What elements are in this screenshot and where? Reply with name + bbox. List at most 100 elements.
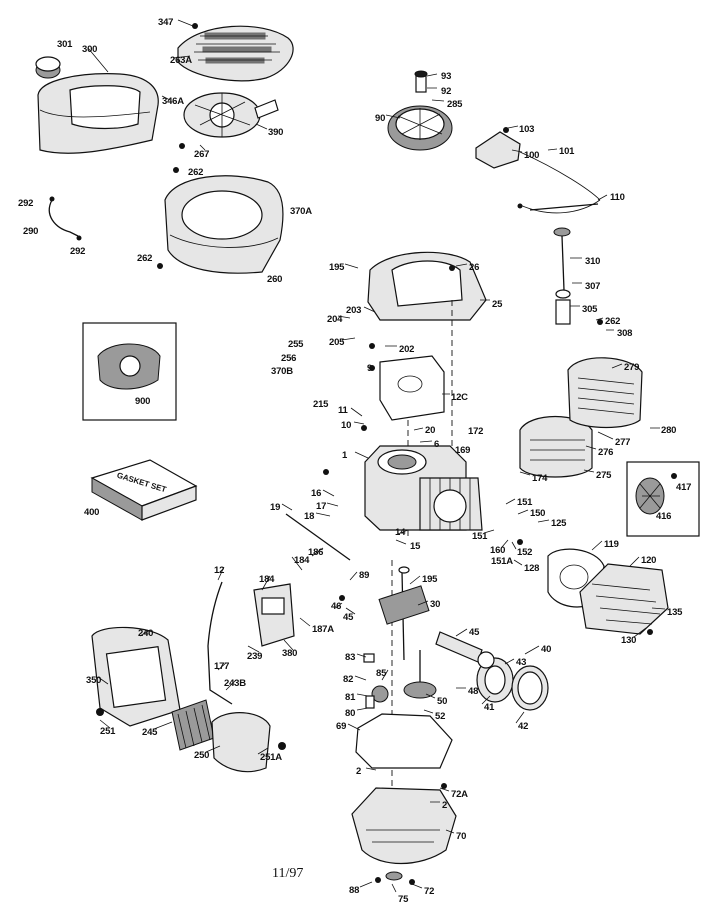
part-label: 41 xyxy=(484,702,495,713)
part-label: 43 xyxy=(516,657,527,668)
part-label: 262 xyxy=(137,253,153,264)
part-label: 30 xyxy=(430,599,441,610)
part-label: 89 xyxy=(359,570,370,581)
inset-box-900 xyxy=(82,322,177,421)
part-label: 263A xyxy=(170,55,192,66)
part-label: 2 xyxy=(356,766,362,777)
part-label: 88 xyxy=(349,885,360,896)
fuel-tank-300 xyxy=(37,73,159,154)
dipstick-310 xyxy=(553,227,571,325)
air-cleaner-base-240 xyxy=(91,626,181,727)
carburetor-184 xyxy=(253,583,295,647)
part-label: 310 xyxy=(585,256,601,267)
baffle-25 xyxy=(367,251,487,321)
part-label: 195 xyxy=(422,574,438,585)
part-label: 174 xyxy=(532,473,548,484)
part-label: 135 xyxy=(667,607,683,618)
part-label: 2 xyxy=(442,800,448,811)
part-label: 72A xyxy=(451,789,468,800)
blower-housing-390 xyxy=(183,92,279,138)
part-label: 82 xyxy=(343,674,354,685)
part-label: 125 xyxy=(551,518,567,529)
muffler-guard-279 xyxy=(567,357,643,429)
fuel-line-110 xyxy=(529,203,599,211)
part-label: 184 xyxy=(259,574,275,585)
part-label: 370A xyxy=(290,206,312,217)
sump-gasket-69 xyxy=(355,713,453,769)
part-label: 50 xyxy=(437,696,448,707)
part-label: 18 xyxy=(304,511,315,522)
part-label: 184 xyxy=(294,555,310,566)
engine-cover-263A xyxy=(177,25,294,82)
part-label: 52 xyxy=(435,711,446,722)
part-label: 130 xyxy=(621,635,637,646)
part-label: 17 xyxy=(316,501,327,512)
part-label: 245 xyxy=(142,727,158,738)
part-label: 390 xyxy=(268,127,284,138)
part-label: 103 xyxy=(519,124,535,135)
part-label: 255 xyxy=(288,339,304,350)
part-label: 26 xyxy=(469,262,480,273)
part-label: 279 xyxy=(624,362,640,373)
link-19 xyxy=(285,513,351,561)
part-label: 110 xyxy=(610,192,625,203)
connecting-rod-45 xyxy=(435,631,495,669)
part-label: 70 xyxy=(456,831,467,842)
part-label: 25 xyxy=(492,299,503,310)
part-label: 92 xyxy=(441,86,452,97)
part-label: 347 xyxy=(158,17,174,28)
part-label: 42 xyxy=(518,721,529,732)
part-label: 45 xyxy=(343,612,354,623)
part-label: 400 xyxy=(84,507,100,518)
part-label: 128 xyxy=(524,563,540,574)
hardware-bolts xyxy=(96,23,677,885)
flywheel-90 xyxy=(387,70,453,151)
part-label: 205 xyxy=(329,337,345,348)
part-label: 45 xyxy=(469,627,480,638)
part-label: 12 xyxy=(214,565,225,576)
part-label: 10 xyxy=(341,420,352,431)
part-label: 251A xyxy=(260,752,282,763)
part-label: 292 xyxy=(70,246,86,257)
part-label: 290 xyxy=(23,226,39,237)
ignition-module-100 xyxy=(475,131,601,214)
part-label: 240 xyxy=(138,628,154,639)
part-label: 100 xyxy=(524,150,540,161)
muffler-275 xyxy=(519,415,593,478)
leader-lines xyxy=(87,19,666,893)
part-label: 20 xyxy=(425,425,436,436)
part-label: 305 xyxy=(582,304,598,315)
part-label: 203 xyxy=(346,305,362,316)
part-label: 250 xyxy=(194,750,210,761)
part-label: 186 xyxy=(308,547,324,558)
part-label: 16 xyxy=(311,488,322,499)
part-label: 14 xyxy=(395,527,406,538)
part-label: 15 xyxy=(410,541,421,552)
part-label: 90 xyxy=(375,113,386,124)
part-label: 1 xyxy=(342,450,348,461)
part-label: 280 xyxy=(661,425,677,436)
part-label: 417 xyxy=(676,482,692,493)
part-label: 243B xyxy=(224,678,246,689)
part-label: 48 xyxy=(468,686,479,697)
part-label: 101 xyxy=(559,146,575,157)
part-label: 85 xyxy=(376,668,387,679)
part-label: 169 xyxy=(455,445,471,456)
part-label: 75 xyxy=(398,894,409,905)
fuel-line-290 xyxy=(48,196,82,241)
cam-gear-50 xyxy=(403,650,437,699)
part-label: 177 xyxy=(214,661,230,672)
part-label: 262 xyxy=(188,167,204,178)
part-label: 256 xyxy=(281,353,297,364)
fuel-cap-301 xyxy=(35,56,61,79)
part-label: 6 xyxy=(434,439,440,450)
part-label: 46 xyxy=(331,601,342,612)
part-label: 346A xyxy=(162,96,184,107)
part-label: 204 xyxy=(327,314,343,325)
governor-parts xyxy=(363,653,389,709)
part-label: 11 xyxy=(338,405,348,416)
throttle-link-12 xyxy=(207,581,233,705)
part-label: 40 xyxy=(541,644,552,655)
part-label: 275 xyxy=(596,470,612,481)
